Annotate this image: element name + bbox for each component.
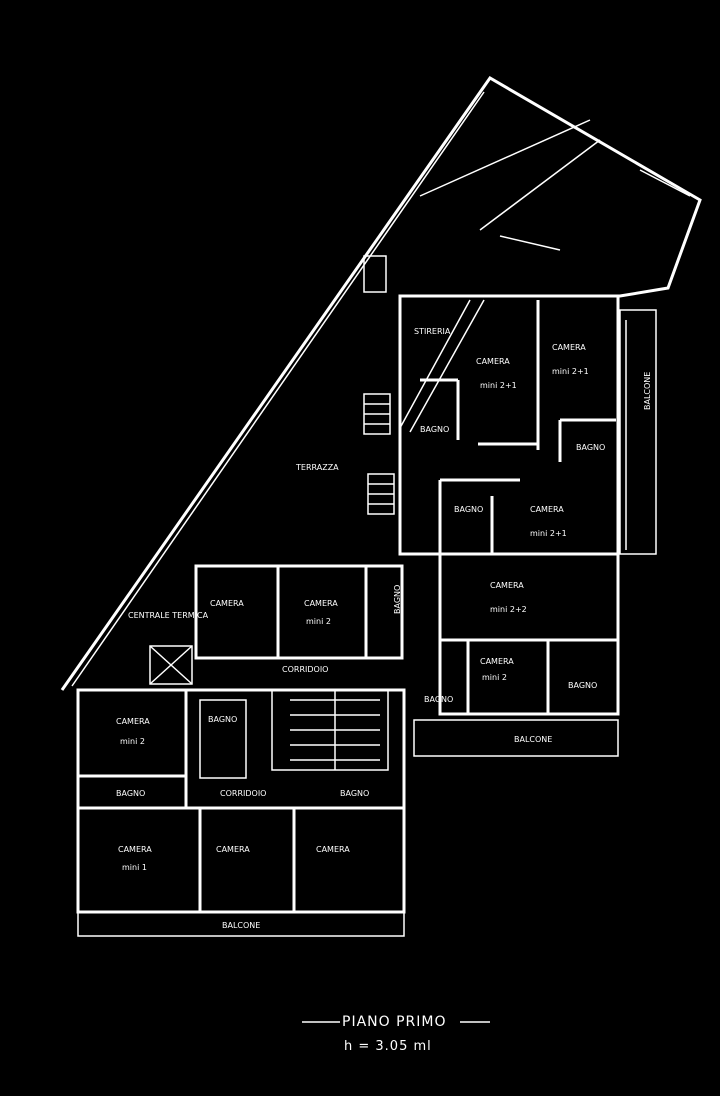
room-label-bagno: BAGNO (116, 789, 145, 798)
room-label-corridoio: CORRIDOIO (282, 665, 328, 674)
lower-block (76, 688, 406, 937)
room-label-sub: mini 2 (120, 737, 145, 746)
room-label-bagno: BAGNO (393, 585, 402, 614)
room-label-camera: CAMERA (490, 581, 524, 590)
terrace-steps (363, 255, 395, 515)
room-label-camera: CAMERA (116, 717, 150, 726)
room-labels: STIRERIA CAMERA mini 2+1 CAMERA mini 2+1… (116, 327, 652, 930)
room-label-corridoio: CORRIDOIO (220, 789, 266, 798)
room-label-sub: mini 2+1 (480, 381, 517, 390)
room-label-camera: CAMERA (530, 505, 564, 514)
room-label-camera: CAMERA (304, 599, 338, 608)
room-label-camera: CAMERA (480, 657, 514, 666)
room-label-balcone: BALCONE (643, 372, 652, 410)
room-label-terrazza: TERRAZZA (295, 463, 339, 472)
room-label-bagno: BAGNO (424, 695, 453, 704)
room-label-bagno: BAGNO (568, 681, 597, 690)
middle-block (149, 552, 620, 757)
room-label-camera: CAMERA (316, 845, 350, 854)
title-block: PIANO PRIMO h = 3.05 ml (302, 1014, 490, 1054)
room-label-centrale-termica: CENTRALE TERMICA (128, 611, 209, 620)
room-label-sub: mini 2+2 (490, 605, 527, 614)
room-label-bagno: BAGNO (454, 505, 483, 514)
room-label-sub: mini 1 (122, 863, 147, 872)
room-label-sub: mini 2 (482, 673, 507, 682)
plan-title: PIANO PRIMO (342, 1014, 447, 1030)
room-label-balcone: BALCONE (514, 735, 552, 744)
room-label-camera: CAMERA (118, 845, 152, 854)
room-label-bagno: BAGNO (340, 789, 369, 798)
room-label-bagno: BAGNO (576, 443, 605, 452)
plan-height-note: h = 3.05 ml (344, 1039, 432, 1054)
room-label-stireria: STIRERIA (414, 327, 451, 336)
room-label-bagno: BAGNO (208, 715, 237, 724)
room-label-bagno: BAGNO (420, 425, 449, 434)
room-label-sub: mini 2+1 (530, 529, 567, 538)
room-label-camera: CAMERA (552, 343, 586, 352)
room-label-sub: mini 2 (306, 617, 331, 626)
room-label-camera: CAMERA (210, 599, 244, 608)
room-label-sub: mini 2+1 (552, 367, 589, 376)
room-label-balcone: BALCONE (222, 921, 260, 930)
room-label-camera: CAMERA (216, 845, 250, 854)
room-label-camera: CAMERA (476, 357, 510, 366)
outer-walls (60, 76, 702, 691)
